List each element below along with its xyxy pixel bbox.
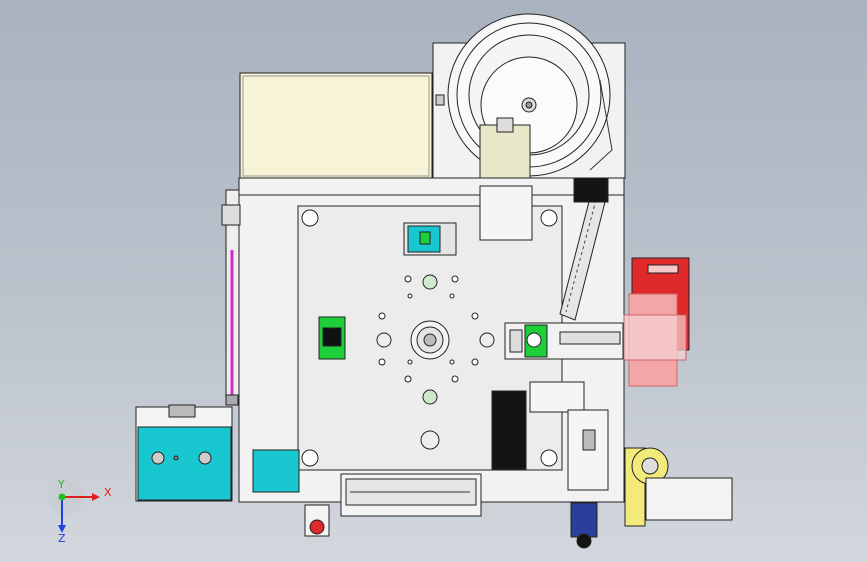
cream-housing xyxy=(239,72,433,180)
motor-block xyxy=(573,177,609,203)
black-block xyxy=(491,390,527,470)
coordinate-triad-icon: X Y Z xyxy=(48,478,112,545)
emergency-stop-icon[interactable] xyxy=(309,519,325,535)
bowl-bracket xyxy=(479,124,531,186)
y-axis-label: Y xyxy=(57,478,65,491)
blue-motor xyxy=(570,502,598,538)
lower-bracket xyxy=(529,381,585,413)
output-block xyxy=(645,477,733,521)
x-axis-label: X xyxy=(104,486,112,499)
z-axis-label: Z xyxy=(58,532,66,545)
cyan-small-box xyxy=(252,449,300,493)
bolt-circle xyxy=(378,275,479,383)
cyan-control-box xyxy=(137,426,232,501)
